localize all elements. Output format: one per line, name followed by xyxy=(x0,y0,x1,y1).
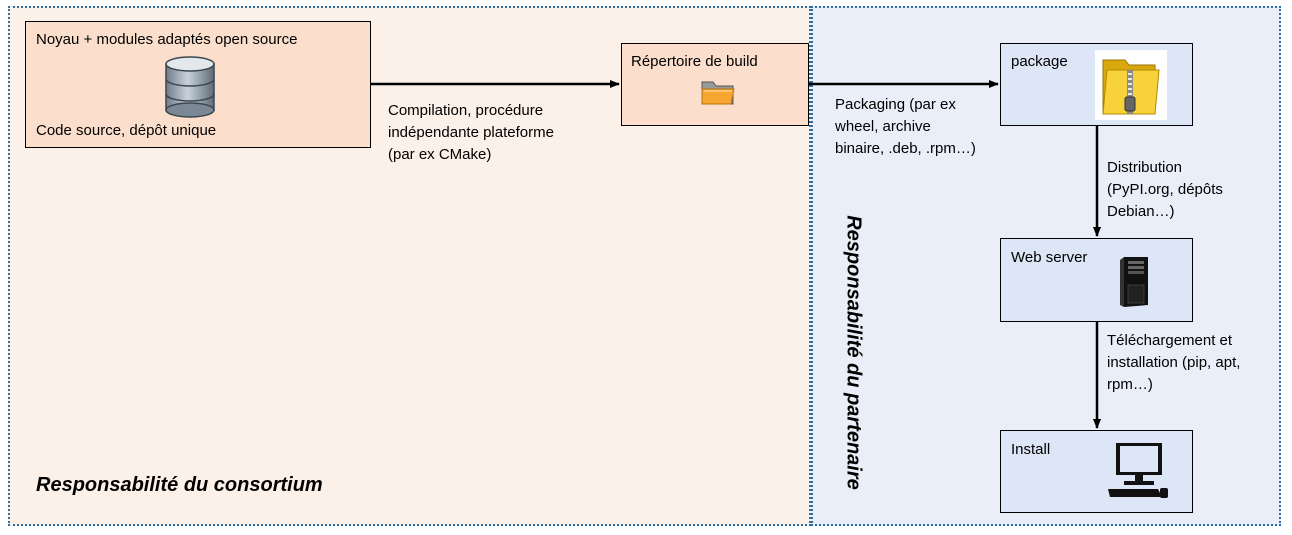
partner-title: Responsabilité du partenaire xyxy=(842,215,865,490)
package-box: package xyxy=(1000,43,1193,126)
distribution-label: Distribution (PyPI.org, dépôts Debian…) xyxy=(1107,159,1223,220)
build-box: Répertoire de build xyxy=(621,43,809,126)
source-title: Noyau + modules adaptés open source xyxy=(36,31,298,48)
consortium-title: Responsabilité du consortium xyxy=(36,474,323,496)
download-label: Téléchargement et installation (pip, apt… xyxy=(1107,332,1241,393)
database-icon xyxy=(164,56,216,123)
webserver-title: Web server xyxy=(1011,249,1088,266)
source-subtitle: Code source, dépôt unique xyxy=(36,122,217,139)
folder-icon xyxy=(700,77,736,112)
packaging-label: Packaging (par ex wheel, archive binaire… xyxy=(835,96,976,157)
package-title: package xyxy=(1011,53,1068,70)
server-tower-icon xyxy=(1118,255,1150,314)
zip-folder-icon xyxy=(1095,50,1167,125)
install-title: Install xyxy=(1011,441,1051,458)
source-box: Noyau + modules adaptés open source Code… xyxy=(25,21,371,148)
build-title: Répertoire de build xyxy=(631,53,758,70)
webserver-box: Web server xyxy=(1000,238,1193,322)
compile-label: Compilation, procédure indépendante plat… xyxy=(388,102,554,163)
computer-icon xyxy=(1106,441,1170,506)
install-box: Install xyxy=(1000,430,1193,513)
